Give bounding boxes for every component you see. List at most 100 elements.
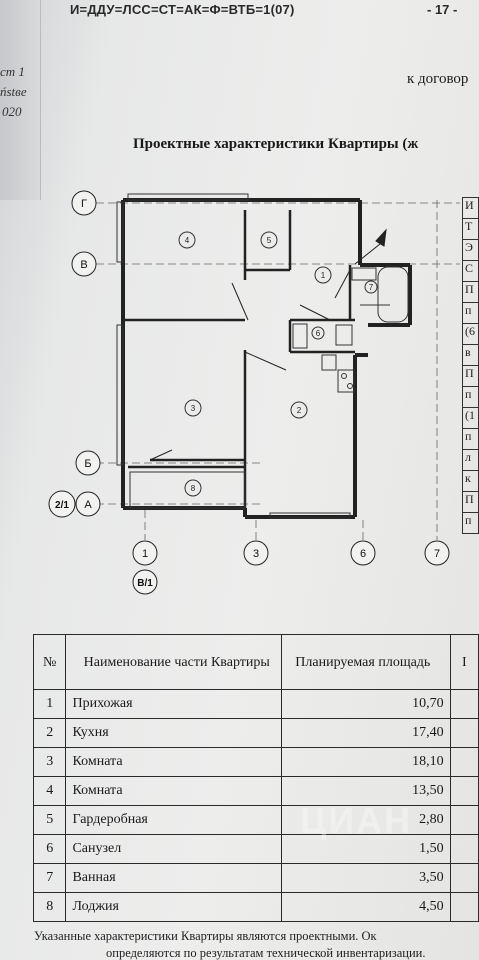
row-area: 4,50 (280, 892, 451, 922)
table-row: 2 Кухня 17,40 (32, 718, 479, 748)
room-number: 3 (191, 404, 196, 413)
back-page-text-3: 020 (2, 104, 22, 119)
row-extra (449, 834, 479, 864)
room-numbers: 1 2 3 4 5 6 7 8 (185, 236, 374, 493)
right-table-cell: п (462, 428, 479, 450)
row-name: Прихожая (65, 689, 282, 719)
row-num: 8 (32, 892, 67, 922)
row-name: Комната (65, 747, 282, 777)
table-row: 7 Ванная 3,50 (32, 863, 479, 893)
back-page-text-2: ństве (0, 84, 27, 99)
fixtures (292, 266, 409, 393)
row-area: 10,70 (280, 689, 451, 719)
watermark-logo: ЦИАН (300, 800, 413, 841)
table-row: 1 Прихожая 10,70 (32, 689, 479, 719)
row-name: Гардеробная (65, 805, 282, 835)
page-title: Проектные характеристики Квартиры (ж (133, 136, 419, 152)
row-num: 5 (32, 805, 67, 835)
axis-label-v: В (80, 259, 87, 271)
row-name: Кухня (65, 718, 282, 748)
table-row: 5 Гардеробная 2,80 (32, 805, 479, 835)
row-area: 3,50 (280, 863, 451, 893)
axis-label-6: 6 (360, 548, 366, 560)
table-row: 3 Комната 18,10 (32, 747, 479, 777)
right-table: И Т Э С П п (6 в П п (1 п л к П п (462, 197, 479, 534)
row-area: 18,10 (280, 747, 451, 777)
room-number: 2 (297, 406, 302, 415)
row-name: Лоджия (65, 892, 282, 922)
header-name: Наименование части Квартиры (65, 634, 282, 690)
row-extra (449, 805, 479, 835)
grid-axes (96, 200, 460, 540)
right-table-cell: п (462, 302, 479, 324)
header-num: № (32, 634, 67, 690)
row-name: Комната (65, 776, 282, 806)
axis-label-b: Б (84, 458, 91, 470)
row-extra (449, 689, 479, 719)
row-area: 13,50 (280, 776, 451, 806)
row-extra (449, 892, 479, 922)
axis-labels: Г В Б А 2/1 1 3 6 7 В/1 (55, 198, 440, 589)
axis-label-1: 1 (142, 548, 148, 560)
header-area: Планируемая площадь (280, 634, 451, 690)
header-code: И=ДДУ=ЛСС=СТ=АК=Ф=ВТБ=1(07) (70, 2, 295, 17)
row-num: 1 (32, 689, 67, 719)
right-table-cell: в (462, 344, 479, 366)
floor-plan: 1 2 3 4 5 6 7 8 Г В Б А 2/1 (48, 190, 460, 595)
right-table-cell: П (462, 365, 479, 387)
room-markers (178, 231, 378, 497)
page-number: - 17 - (427, 2, 458, 17)
right-table-cell: Э (462, 239, 479, 261)
axis-label-7: 7 (434, 548, 440, 560)
window-frames (116, 193, 351, 519)
right-table-cell: п (462, 512, 479, 534)
back-page-text-1: ст 1 (0, 64, 25, 79)
row-extra (449, 776, 479, 806)
axis-label-3: 3 (253, 548, 259, 560)
room-number: 4 (185, 236, 190, 245)
right-table-cell: л (462, 449, 479, 471)
table-row: 8 Лоджия 4,50 (32, 892, 479, 922)
axis-label-a: А (84, 499, 92, 511)
room-number: 8 (191, 484, 196, 493)
room-number: 7 (369, 283, 374, 292)
right-table-cell: к (462, 470, 479, 492)
loggia-outline (129, 471, 246, 509)
section-mark: 2/1 (55, 500, 69, 511)
row-num: 2 (32, 718, 67, 748)
row-name: Ванная (65, 863, 282, 893)
axis-reference: В/1 (137, 578, 153, 589)
axis-bubbles (48, 190, 450, 595)
right-table-cell: П (462, 281, 479, 303)
right-table-cell: И (462, 197, 479, 219)
footnote-line-2: определяются по результатам технической … (106, 946, 426, 960)
row-extra (449, 747, 479, 777)
right-table-cell: (1 (462, 407, 479, 429)
contract-reference: к договор (407, 71, 469, 87)
row-num: 3 (32, 747, 67, 777)
row-extra (449, 718, 479, 748)
row-num: 4 (32, 776, 67, 806)
header-extra: I (449, 634, 479, 690)
row-area: 17,40 (280, 718, 451, 748)
room-number: 1 (321, 271, 326, 280)
right-table-cell: С (462, 260, 479, 282)
right-table-cell: Т (462, 218, 479, 240)
row-name: Санузел (65, 834, 282, 864)
right-table-cell: П (462, 491, 479, 513)
table-row: 4 Комната 13,50 (32, 776, 479, 806)
footnote-line-1: Указанные характеристики Квартиры являют… (34, 929, 377, 943)
room-number: 5 (267, 236, 272, 245)
axis-label-g: Г (81, 198, 87, 210)
door-swings (149, 228, 387, 461)
room-number: 6 (316, 329, 321, 338)
back-page (0, 0, 41, 200)
rooms-table-header: № Наименование части Квартиры Планируема… (32, 634, 479, 690)
rooms-table: № Наименование части Квартиры Планируема… (32, 634, 479, 922)
row-extra (449, 863, 479, 893)
row-num: 6 (32, 834, 67, 864)
right-table-cell: п (462, 386, 479, 408)
right-table-cell: (6 (462, 323, 479, 345)
row-num: 7 (32, 863, 67, 893)
